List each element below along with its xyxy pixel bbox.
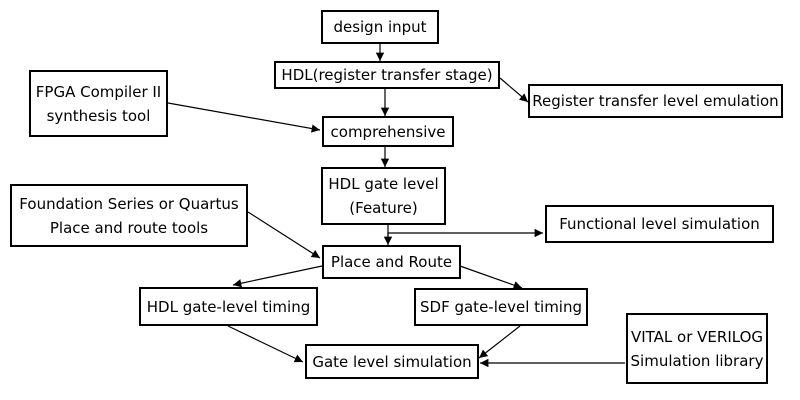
edge-hdl-gate-level-to-functional-sim [387,228,543,238]
edge-place-route-to-hdl-timing [232,265,323,288]
node-design-input: design input [321,10,439,44]
node-hdl-gate-level: HDL gate level (Feature) [321,167,446,225]
node-fpga-compiler-line-2: synthesis tool [46,106,151,125]
node-foundation-line-2: Place and route tools [49,218,209,237]
node-sdf-timing-line-1: SDF gate-level timing [420,298,582,316]
node-gate-sim-line-1: Gate level simulation [312,352,472,371]
node-hdl-timing: HDL gate-level timing [139,287,318,326]
node-functional-sim: Functional level simulation [545,205,774,243]
node-foundation-line-1: Foundation Series or Quartus [19,194,239,213]
node-rtl-emulation: Register transfer level emulation [528,84,783,118]
node-vital-lib: VITAL or VERILOG Simulation library [626,313,768,384]
node-place-route: Place and Route [322,245,461,279]
edge-fpga-compiler-to-comprehensive [167,102,321,133]
node-hdl-timing-line-1: HDL gate-level timing [146,297,311,316]
edge-foundation-to-place-route [247,211,321,259]
node-fpga-compiler-line-1: FPGA Compiler II [35,82,162,101]
node-hdl-rtl: HDL(register transfer stage) [274,61,500,89]
node-functional-sim-line-1: Functional level simulation [559,215,760,233]
node-rtl-emulation-line-1: Register transfer level emulation [532,92,779,110]
node-gate-sim: Gate level simulation [305,344,479,379]
node-hdl-gate-level-line-1: HDL gate level [328,175,439,193]
edge-place-route-to-sdf-timing [459,265,523,290]
node-design-input-line-1: design input [333,18,427,36]
edge-hdl-rtl-to-rtl-emulation [499,77,529,103]
edge-sdf-timing-to-gate-sim [478,325,521,359]
edge-hdl-timing-to-gate-sim [227,325,304,363]
node-comprehensive-line-1: comprehensive [330,122,446,141]
node-hdl-rtl-line-1: HDL(register transfer stage) [281,66,493,84]
node-foundation: Foundation Series or Quartus Place and r… [10,184,248,247]
node-fpga-compiler: FPGA Compiler II synthesis tool [29,70,168,137]
node-comprehensive: comprehensive [322,116,454,147]
node-hdl-gate-level-line-2: (Feature) [349,199,418,217]
node-sdf-timing: SDF gate-level timing [414,288,588,326]
node-vital-lib-line-1: VITAL or VERILOG [630,327,764,346]
node-place-route-line-1: Place and Route [330,253,453,271]
node-vital-lib-line-2: Simulation library [630,351,764,370]
